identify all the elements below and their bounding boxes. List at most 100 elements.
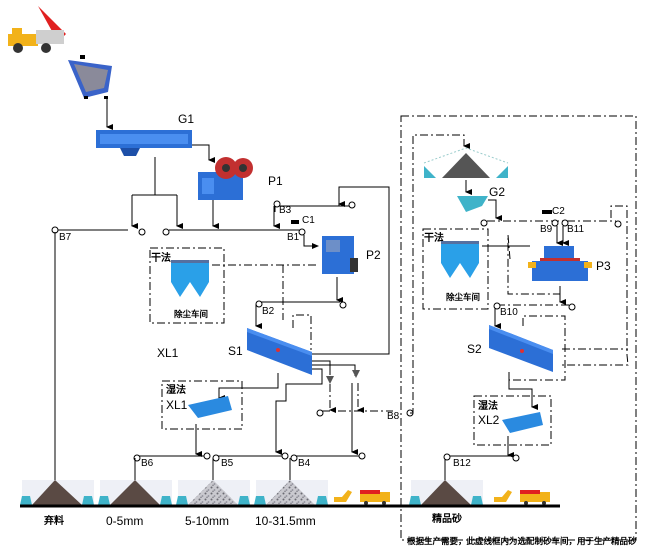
- label-dry-method-2: 干法: [424, 231, 444, 244]
- product-pile-0-5mm: [98, 480, 172, 505]
- belt-node: [212, 454, 220, 462]
- label-c1: C1: [302, 215, 315, 226]
- label-b2: B2: [262, 306, 275, 317]
- label-b9: B9: [540, 224, 553, 235]
- label-p3: P3: [596, 259, 611, 273]
- loader-truck-icon: [334, 490, 390, 505]
- vibrating-screen-s2: [489, 325, 553, 372]
- splitter-icon: [326, 376, 334, 384]
- product-label-10-31.5mm: 10-31.5mm: [255, 514, 316, 528]
- flow-line: [303, 235, 319, 249]
- storage-pile-icon: [423, 147, 509, 178]
- belt-node: [316, 409, 324, 417]
- label-b11: B11: [567, 224, 584, 235]
- belt-node: [493, 302, 501, 310]
- dust-pipe: [292, 314, 312, 350]
- vibrating-screen-s1: [247, 328, 312, 375]
- belt-node: [480, 219, 488, 227]
- sand-washer-icon: [502, 412, 543, 433]
- dust-pipe: [509, 315, 566, 381]
- belt-node: [339, 301, 347, 309]
- belt-node: [614, 220, 622, 228]
- label-xl1: XL1: [166, 398, 188, 412]
- optional-sand-workshop-frame: [400, 115, 637, 541]
- dust-collector-icon: [441, 241, 479, 278]
- hopper-icon: [68, 55, 112, 99]
- dust-pipe: [507, 234, 560, 295]
- flow-line: [508, 372, 538, 410]
- label-xl1-group: XL1: [157, 346, 179, 360]
- label-b10: B10: [500, 307, 518, 318]
- label-p2: P2: [366, 248, 381, 262]
- label-b5: B5: [221, 458, 234, 469]
- flow-line: [488, 199, 502, 221]
- label-b8: B8: [387, 411, 400, 422]
- dust-collector-icon: [171, 260, 209, 297]
- jaw-crusher-p1: [198, 157, 253, 200]
- label-g2: G2: [489, 185, 505, 199]
- belt-node: [551, 219, 559, 227]
- belt-node: [348, 201, 356, 209]
- footnote: 根据生产需要，此虚线框内为选配制砂车间，用于生产精品砂: [407, 536, 637, 547]
- belt-node: [512, 454, 520, 462]
- label-b7: B7: [59, 232, 72, 243]
- label-b12: B12: [453, 458, 471, 469]
- return-line: [562, 205, 629, 366]
- belt-node: [203, 452, 211, 460]
- belt-node: [281, 452, 289, 460]
- belt-node: [443, 453, 451, 461]
- product-pile-5-10mm: [176, 480, 250, 505]
- flow-line: [218, 373, 279, 401]
- splitter-icon: [352, 370, 360, 378]
- label-dust-workshop-1: 除尘车间: [174, 309, 208, 320]
- label-wet-method-1: 湿法: [166, 383, 186, 396]
- washer-box: [161, 380, 243, 430]
- belt-node: [273, 200, 281, 208]
- label-c2: C2: [552, 206, 565, 217]
- vibrating-feeder-g1: [96, 130, 192, 156]
- label-b4: B4: [298, 458, 311, 469]
- label-s1: S1: [228, 344, 243, 358]
- label-p1: P1: [268, 174, 283, 188]
- product-label-0-5mm: 0-5mm: [106, 514, 143, 528]
- product-label-waste: 弃料: [44, 514, 64, 527]
- flow-line: [312, 360, 331, 375]
- flow-line: [275, 368, 323, 455]
- magnet-c1-icon: [291, 220, 299, 224]
- sand-maker-p3: [528, 246, 592, 281]
- product-pile-fine-sand: [409, 480, 483, 505]
- label-wet-method-2: 湿法: [478, 399, 498, 412]
- belt-node: [290, 454, 298, 462]
- impact-crusher-p2: [322, 236, 358, 274]
- label-b6: B6: [141, 458, 154, 469]
- dust-collector-box: [422, 228, 489, 310]
- loader-truck-icon: [494, 490, 550, 505]
- product-pile-10-31.5mm: [254, 480, 328, 505]
- flow-line: [312, 364, 356, 376]
- label-b1: B1: [287, 232, 300, 243]
- belt-node: [568, 303, 576, 311]
- belt-node: [298, 228, 306, 236]
- label-b3: B3: [279, 205, 292, 216]
- feed-line: [410, 134, 470, 414]
- product-label-fine-sand: 精品砂: [432, 512, 462, 525]
- dust-collector-box: [149, 247, 225, 324]
- flow-line: [192, 144, 215, 163]
- product-pile-waste: [20, 480, 94, 505]
- belt-node: [162, 228, 170, 236]
- magnet-c2-icon: [542, 210, 552, 214]
- belt-node: [561, 219, 569, 227]
- label-g1: G1: [178, 112, 194, 126]
- belt-node: [358, 452, 366, 460]
- feeder-g2-icon: [457, 196, 488, 212]
- product-label-5-10mm: 5-10mm: [185, 514, 229, 528]
- label-dust-workshop-2: 除尘车间: [446, 292, 480, 303]
- belt-node: [138, 228, 146, 236]
- dump-truck-icon: [8, 6, 66, 53]
- washer-box: [473, 395, 552, 446]
- label-xl2: XL2: [478, 413, 500, 427]
- label-dry-method-1: 干法: [151, 251, 171, 264]
- sand-washer-icon: [188, 396, 232, 418]
- label-s2: S2: [467, 342, 482, 356]
